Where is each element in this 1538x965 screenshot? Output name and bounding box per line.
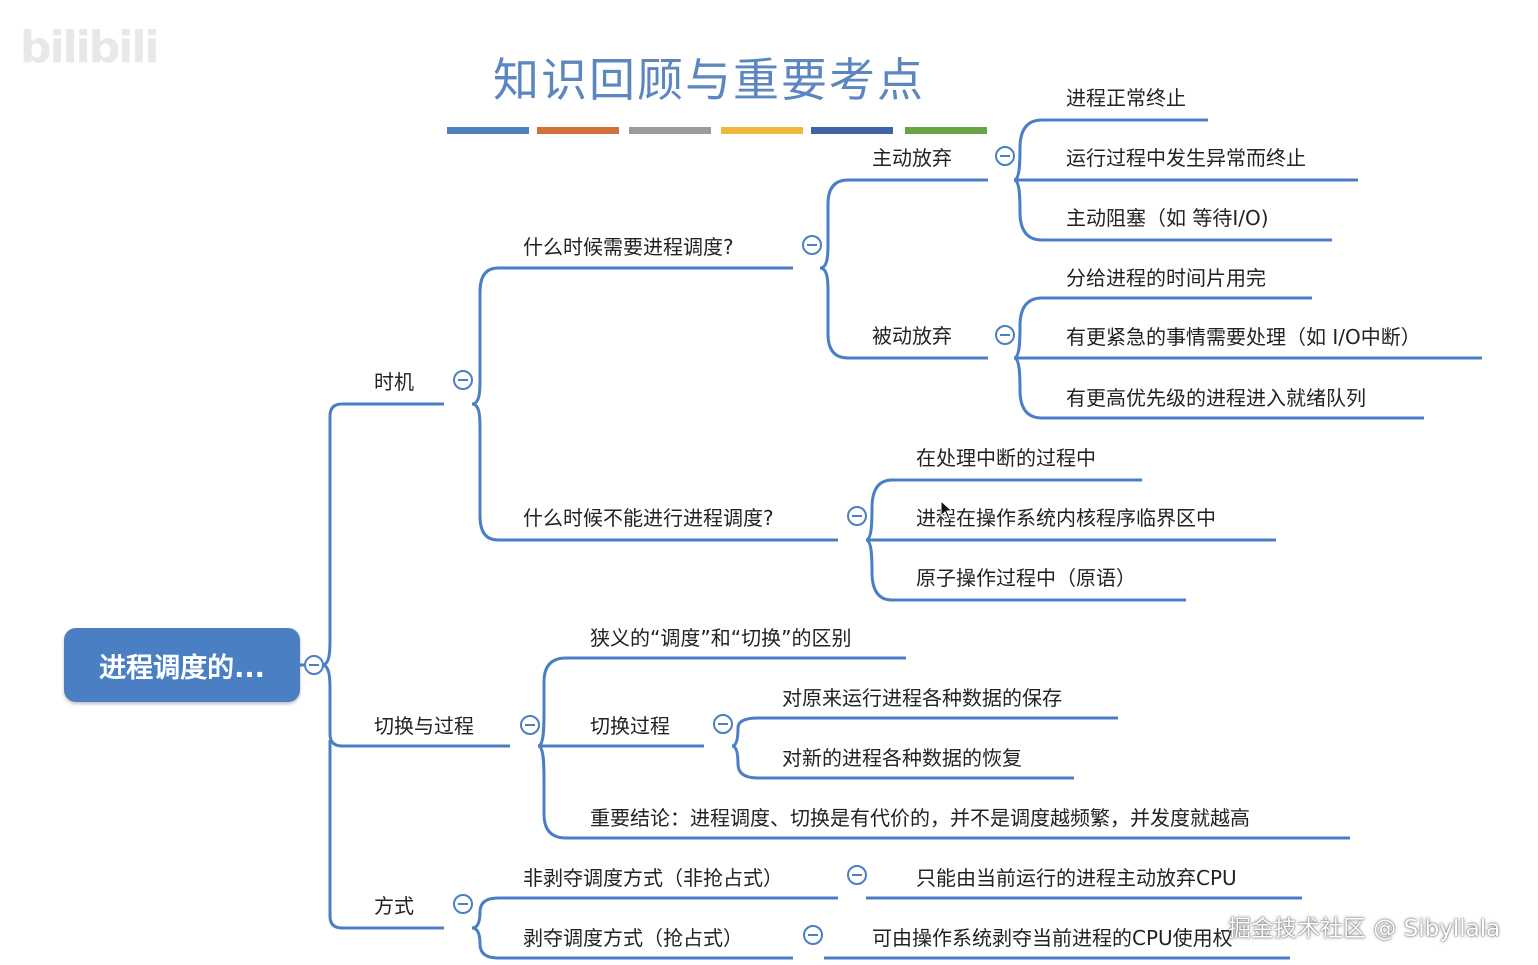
- node-when-cannot[interactable]: 什么时候不能进行进程调度?: [523, 506, 774, 530]
- leaf-preemptive-desc[interactable]: 可由操作系统剥夺当前进程的CPU使用权: [872, 926, 1233, 950]
- leaf-nonpreemptive-desc[interactable]: 只能由当前运行的进程主动放弃CPU: [916, 866, 1237, 890]
- leaf-atomic-operation[interactable]: 原子操作过程中（原语）: [916, 566, 1136, 590]
- bilibili-watermark: bilibili: [20, 22, 159, 73]
- leaf-kernel-critical-section[interactable]: 进程在操作系统内核程序临界区中: [916, 506, 1216, 530]
- leaf-conclusion[interactable]: 重要结论：进程调度、切换是有代价的，并不是调度越频繁，并发度就越高: [590, 806, 1250, 830]
- leaf-normal-termination[interactable]: 进程正常终止: [1066, 86, 1186, 110]
- node-timing[interactable]: 时机: [374, 370, 414, 394]
- collapse-minus-icon[interactable]: [846, 505, 868, 527]
- mouse-cursor-icon: [940, 500, 954, 520]
- color-bar-2: [537, 127, 619, 134]
- leaf-distinction[interactable]: 狭义的“调度”和“切换”的区别: [590, 626, 852, 650]
- leaf-active-block[interactable]: 主动阻塞（如 等待I/O): [1066, 206, 1269, 230]
- leaf-save-old-data[interactable]: 对原来运行进程各种数据的保存: [782, 686, 1062, 710]
- collapse-minus-icon[interactable]: [994, 324, 1016, 346]
- collapse-minus-icon[interactable]: [452, 893, 474, 915]
- color-bar-6: [905, 127, 987, 134]
- leaf-urgent-event[interactable]: 有更紧急的事情需要处理（如 I/O中断）: [1066, 325, 1421, 349]
- collapse-minus-icon[interactable]: [846, 864, 868, 886]
- node-switch-process[interactable]: 切换过程: [590, 714, 670, 738]
- juejin-watermark: 掘金技术社区 @ Sibyllala: [1228, 916, 1501, 942]
- collapse-minus-icon[interactable]: [519, 714, 541, 736]
- leaf-time-slice-used[interactable]: 分给进程的时间片用完: [1066, 266, 1266, 290]
- collapse-minus-icon[interactable]: [712, 713, 734, 735]
- collapse-minus-icon[interactable]: [303, 654, 325, 676]
- node-passive-give-up[interactable]: 被动放弃: [872, 324, 952, 348]
- color-bar-5: [811, 127, 893, 134]
- leaf-interrupt-handling[interactable]: 在处理中断的过程中: [916, 446, 1096, 470]
- node-active-give-up[interactable]: 主动放弃: [872, 146, 952, 170]
- node-preemptive[interactable]: 剥夺调度方式（抢占式）: [523, 926, 743, 950]
- collapse-minus-icon[interactable]: [801, 234, 823, 256]
- color-bar-4: [721, 127, 803, 134]
- node-when-need[interactable]: 什么时候需要进程调度?: [523, 235, 734, 259]
- root-node[interactable]: 进程调度的...: [64, 628, 300, 702]
- collapse-minus-icon[interactable]: [802, 924, 824, 946]
- color-bar-1: [447, 127, 529, 134]
- node-method[interactable]: 方式: [374, 894, 414, 918]
- node-nonpreemptive[interactable]: 非剥夺调度方式（非抢占式）: [523, 866, 783, 890]
- leaf-abnormal-termination[interactable]: 运行过程中发生异常而终止: [1066, 146, 1306, 170]
- collapse-minus-icon[interactable]: [452, 369, 474, 391]
- color-bar-3: [629, 127, 711, 134]
- leaf-restore-new-data[interactable]: 对新的进程各种数据的恢复: [782, 746, 1022, 770]
- node-switching[interactable]: 切换与过程: [374, 714, 474, 738]
- page-title: 知识回顾与重要考点: [493, 53, 925, 107]
- collapse-minus-icon[interactable]: [994, 145, 1016, 167]
- leaf-higher-priority[interactable]: 有更高优先级的进程进入就绪队列: [1066, 386, 1366, 410]
